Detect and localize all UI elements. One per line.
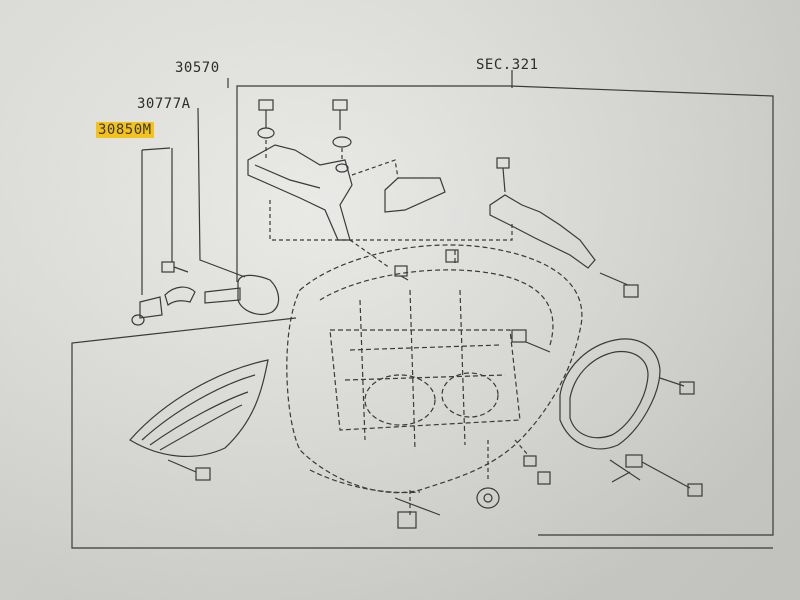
- sensor-assembly: [131, 261, 280, 326]
- bracket-middle: [384, 177, 446, 213]
- transmission-housing: [286, 244, 583, 494]
- section-reference: SEC.321: [476, 57, 539, 73]
- callout-30777A: 30777A: [137, 96, 191, 112]
- callout-30850M-highlighted: 30850M: [96, 122, 154, 138]
- side-cover-left: [129, 359, 269, 457]
- gasket-plate: [559, 338, 661, 450]
- bolt-diagonal-center: [511, 329, 551, 353]
- bolt-cover-left: [167, 459, 211, 481]
- stud-bottom-right: [609, 454, 703, 497]
- bolt-top-1: [257, 99, 275, 139]
- bolt-small-center: [394, 265, 409, 281]
- bolt-gasket: [659, 377, 695, 395]
- bolt-right-side: [599, 272, 639, 298]
- callout-30570: 30570: [175, 60, 220, 76]
- nut-bottom: [487, 439, 551, 485]
- leader-30570-part: [197, 107, 246, 278]
- bushing-bottom: [476, 487, 500, 509]
- plug-center: [445, 249, 459, 263]
- frame-upper: [236, 85, 774, 536]
- bolt-top-2: [332, 99, 352, 148]
- bolt-right-upper: [496, 157, 510, 193]
- bracket-right: [489, 194, 596, 269]
- bracket-left: [247, 144, 353, 241]
- frame-lower: [71, 317, 773, 549]
- mount-bottom-left: [394, 490, 441, 529]
- leader-30850M-b: [141, 147, 171, 151]
